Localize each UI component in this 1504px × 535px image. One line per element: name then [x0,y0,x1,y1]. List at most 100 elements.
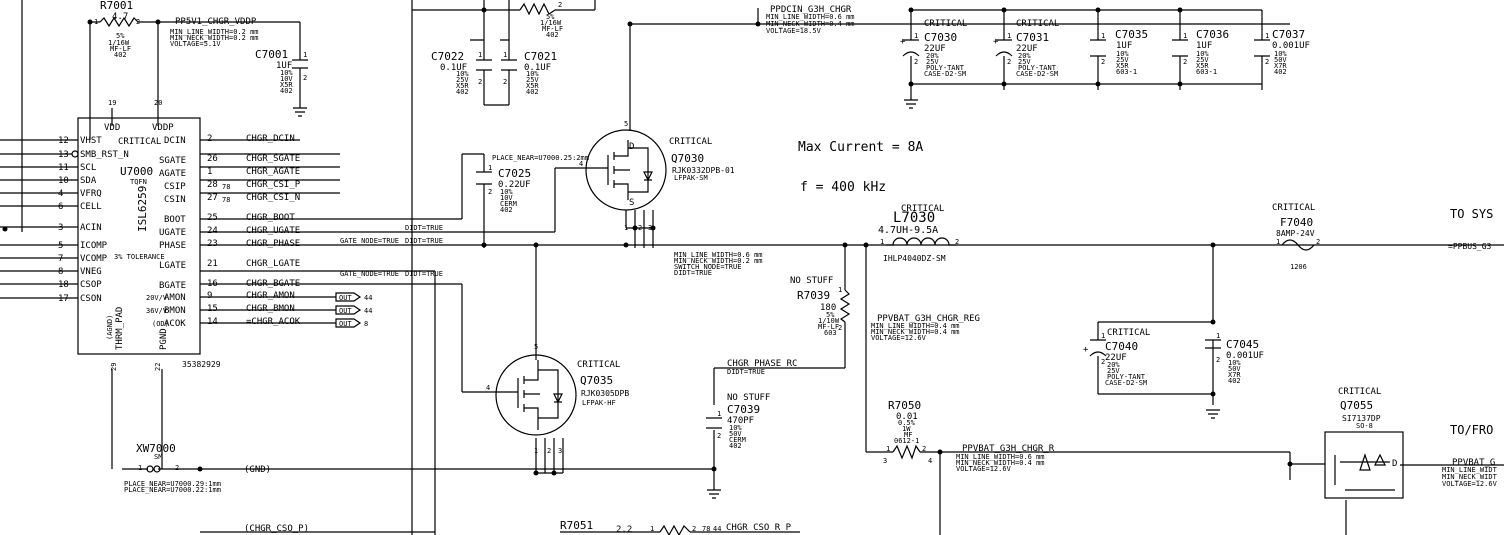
out-flag-1: OUT [339,294,352,302]
r7039-symbol [839,289,851,323]
c7022-c: X5R [456,82,469,90]
q7055-ref: Q7055 [1340,399,1373,412]
q7055-internals [1334,453,1395,491]
c7045-value: 0.001UF [1226,351,1264,361]
r7039-value: 180 [820,303,836,313]
c7025-p2: 2 [488,188,492,196]
c7037-a: 10% [1274,50,1287,58]
c7036-p1: 1 [1183,32,1187,40]
c7025-note: PLACE_NEAR=U7000.25:2mm [492,154,589,162]
c7030-crit: CRITICAL [924,19,967,29]
q7055-part: SI7137DP [1342,414,1381,423]
c7021-a: 10% [526,70,539,78]
u7000-left-pin-num: 6 [58,202,63,212]
u7000-left-pin-num: 10 [58,176,69,186]
net-ppdcin-name: PPDCIN_G3H_CHGR [770,5,852,15]
u7000-pin29: 29 [110,363,118,371]
q7030-p4: 4 [579,160,583,168]
rtop-pwr: 1/16W [540,19,562,27]
net-phase-l4: DIDT=TRUE [674,269,712,277]
note-frequency: f = 400 kHz [800,180,886,195]
net-ppvbat-g-name: PPVBAT_G [1452,458,1495,468]
u7000-ref: U7000 [120,165,153,178]
u7000-right-pin-name: BGATE [159,281,186,291]
net-ppvbat-r-l3: VOLTAGE=12.6V [956,465,1012,473]
q7055-d: D [1392,459,1397,469]
c7035-value: 1UF [1116,41,1132,51]
u7000-right-pin-num: 28 [207,180,218,190]
c7030-p2: 2 [914,58,918,66]
out-flag-3: OUT [339,320,352,328]
c7030-b: 25V [926,58,939,66]
c7022-value: 0.1UF [440,63,467,73]
u7000-right-pin-name: SGATE [159,156,186,166]
u7000-right-pin-name: BOOT [164,215,186,225]
u7000-right-pin-name: PHASE [159,241,186,251]
q7030-p2: 2 [638,224,642,232]
net-pp5v1-l2: MIN_NECK_WIDTH=0.2 mm [170,34,259,42]
c7035-c: X5R [1116,62,1129,70]
u7000-left-pin-num: 4 [58,189,63,199]
q7030-p1: 1 [624,224,628,232]
r7001-symbol [99,16,139,28]
out-ref-1: 44 [364,294,372,302]
u7000-part: ISL6259 [136,186,149,232]
r7050-p3: 3 [883,457,887,465]
c7025-a: 10% [500,188,513,196]
u7000-right-net: CHGR_PHASE [246,239,300,249]
c7039-b: 50V [729,430,742,438]
to-from-label: TO/FRO [1450,423,1493,437]
u7000-right-net: CHGR_SGATE [246,154,300,164]
c7001-a: 10% [280,69,293,77]
r7050-ref: R7050 [888,399,921,412]
f7040-symbol [1281,239,1315,251]
net-pp5v1-l3: VOLTAGE=5.1V [170,40,221,48]
u7000-pin22: 22 [154,363,162,371]
q7055-pkg: SO-8 [1356,422,1373,430]
xw7000-pkg: SM [154,453,162,461]
c7022-p2: 2 [478,78,482,86]
net-ppvbat-reg-l2: MIN_NECK_WIDTH=0.4 mm [871,328,960,336]
q7055-crit: CRITICAL [1338,387,1381,397]
c7001-ref: C7001 [255,48,288,61]
r7039-a: 5% [826,311,835,319]
c7037-value: 0.001UF [1272,41,1310,51]
c7025-b: 10V [500,194,513,202]
q7035-p2: 2 [547,447,551,455]
c7040-plus: + [1083,345,1089,355]
u7000-left-pin-name: VNEG [80,267,102,277]
u7000-left-pin-num: 5 [58,241,63,251]
u7000-left-pin-name: VCOMP [80,254,108,264]
q7035-pkg: LFPAK-HF [582,399,616,407]
u7000-acok-od: (OD) [152,320,169,328]
c7030-d: CASE-D2-SM [924,70,966,78]
u7000-right-pin-name: CSIN [164,195,186,205]
c7035-b: 25V [1116,56,1129,64]
c7035-ref: C7035 [1115,28,1148,41]
net-phase-l1: MIN_LINE_WIDTH=0.6 mm [674,251,763,259]
u7000-right-net: CHGR_BMON [246,304,295,314]
rtop-pin2: 2 [558,1,562,9]
net-chgr-cso-p: (CHGR_CSO_P) [244,524,309,534]
u7000-pgnd: PGND [159,328,169,350]
u7000-right-net: CHGR_AGATE [246,167,300,177]
capacitor-plates [292,39,1270,429]
c7039-ns: NO STUFF [727,393,770,403]
c7039-p1: 1 [717,410,721,418]
c7045-c: X7R [1228,371,1241,379]
u7000-left-pin-name: VFRQ [80,189,102,199]
c7022-b: 25V [456,76,469,84]
f7040-p2: 2 [1316,238,1320,246]
xw7000-ref: XW7000 [136,442,176,455]
q7030-p5: 5 [624,120,628,128]
u7000-left-pin-num: 8 [58,267,63,277]
u7000-right-pin-name: UGATE [159,228,186,238]
u7000-body [77,117,201,355]
c7036-value: 1UF [1196,41,1212,51]
c7039-value: 470PF [727,416,754,426]
c7030-p1: 1 [914,32,918,40]
c7025-p1: 1 [488,164,492,172]
c7031-value: 22UF [1016,44,1038,54]
c7030-value: 22UF [924,44,946,54]
